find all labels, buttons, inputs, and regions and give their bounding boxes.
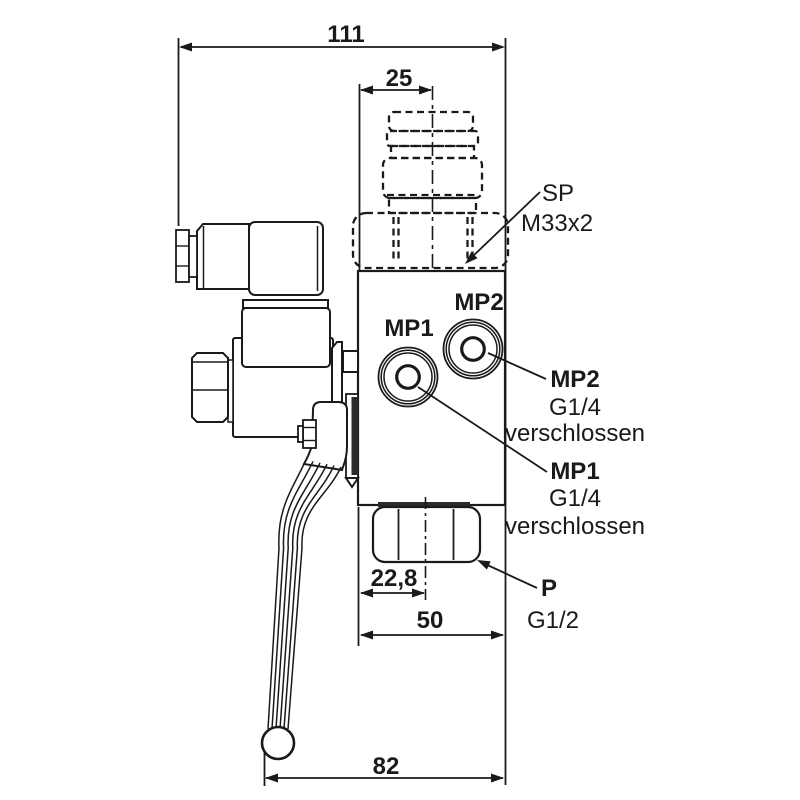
dim-block-width-label: 50: [417, 607, 444, 634]
dim-lever-reach-label: 82: [373, 753, 400, 780]
dimension-111: [179, 42, 505, 52]
sp-thread-label: M33x2: [521, 210, 593, 237]
cable-gland: [175, 229, 198, 283]
connector-housing: [248, 221, 324, 296]
mp2-leader: [487, 352, 547, 380]
dimension-82: [265, 773, 504, 783]
lever-pivot-knuckle: [302, 401, 348, 472]
mp1-leader: [417, 386, 548, 473]
lever-ball-handle: [260, 725, 296, 761]
mp2-callout-note: verschlossen: [505, 420, 645, 447]
mp2-callout-thread: G1/4: [549, 394, 601, 421]
valve-block: [356, 269, 507, 507]
dim-overall-width-label: 111: [327, 21, 364, 48]
mp2-port-hole: [460, 336, 486, 362]
sp-leader: [471, 191, 541, 258]
pivot-hex-adapter: [297, 419, 317, 449]
coupling-hex-nut: [351, 211, 510, 270]
solenoid-assembly: [175, 221, 360, 489]
mp2-callout-name: MP2: [550, 366, 599, 393]
mounting-plate: [331, 341, 343, 406]
dimension-22-8: [360, 588, 425, 598]
connector-body: [196, 223, 250, 290]
solenoid-coil: [241, 307, 331, 368]
mp1-callout-thread: G1/4: [549, 485, 601, 512]
mp1-port-hole: [395, 364, 421, 390]
block-adapter: [342, 350, 359, 373]
mp1-port-label: MP1: [384, 315, 433, 342]
p-port-hex-nut: [371, 505, 482, 564]
hand-lever: [267, 459, 342, 730]
coil-flange: [242, 299, 329, 309]
p-port-washer: [378, 502, 470, 507]
p-callout-thread: G1/2: [527, 607, 579, 634]
dim-p-port-offset-label: 22,8: [371, 565, 418, 592]
sp-arrowhead: [465, 251, 478, 264]
mp2-port-label: MP2: [454, 289, 503, 316]
p-leader: [482, 562, 538, 589]
coupling-neck: [387, 196, 478, 215]
manual-override-hex: [191, 352, 229, 423]
mp2-port: [442, 318, 504, 380]
dim-coupling-offset-label: 25: [386, 65, 413, 92]
p-callout-name: P: [541, 575, 557, 602]
sp-label: SP: [542, 180, 574, 207]
leader-lines: [417, 191, 548, 589]
mp1-callout-note: verschlossen: [505, 513, 645, 540]
mp1-callout-name: MP1: [550, 458, 599, 485]
dimension-25: [360, 85, 432, 95]
p-arrowhead: [477, 560, 491, 570]
dimension-50: [360, 630, 504, 640]
coupling-collar: [385, 129, 480, 148]
coupling-cap: [387, 110, 475, 133]
mp1-port: [377, 346, 439, 408]
